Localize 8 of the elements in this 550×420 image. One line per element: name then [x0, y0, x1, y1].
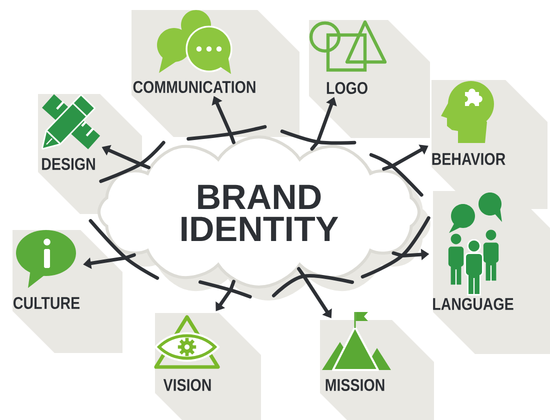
category-label: BEHAVIOR [432, 152, 506, 166]
category-label: CULTURE [14, 296, 80, 310]
category-label: LANGUAGE [433, 298, 514, 310]
category-label: VISION [163, 378, 211, 392]
category-label: LOGO [326, 82, 368, 94]
category-label: DESIGN [42, 158, 95, 170]
category-label: MISSION [326, 378, 384, 392]
category-label: COMMUNICATION [133, 80, 256, 94]
